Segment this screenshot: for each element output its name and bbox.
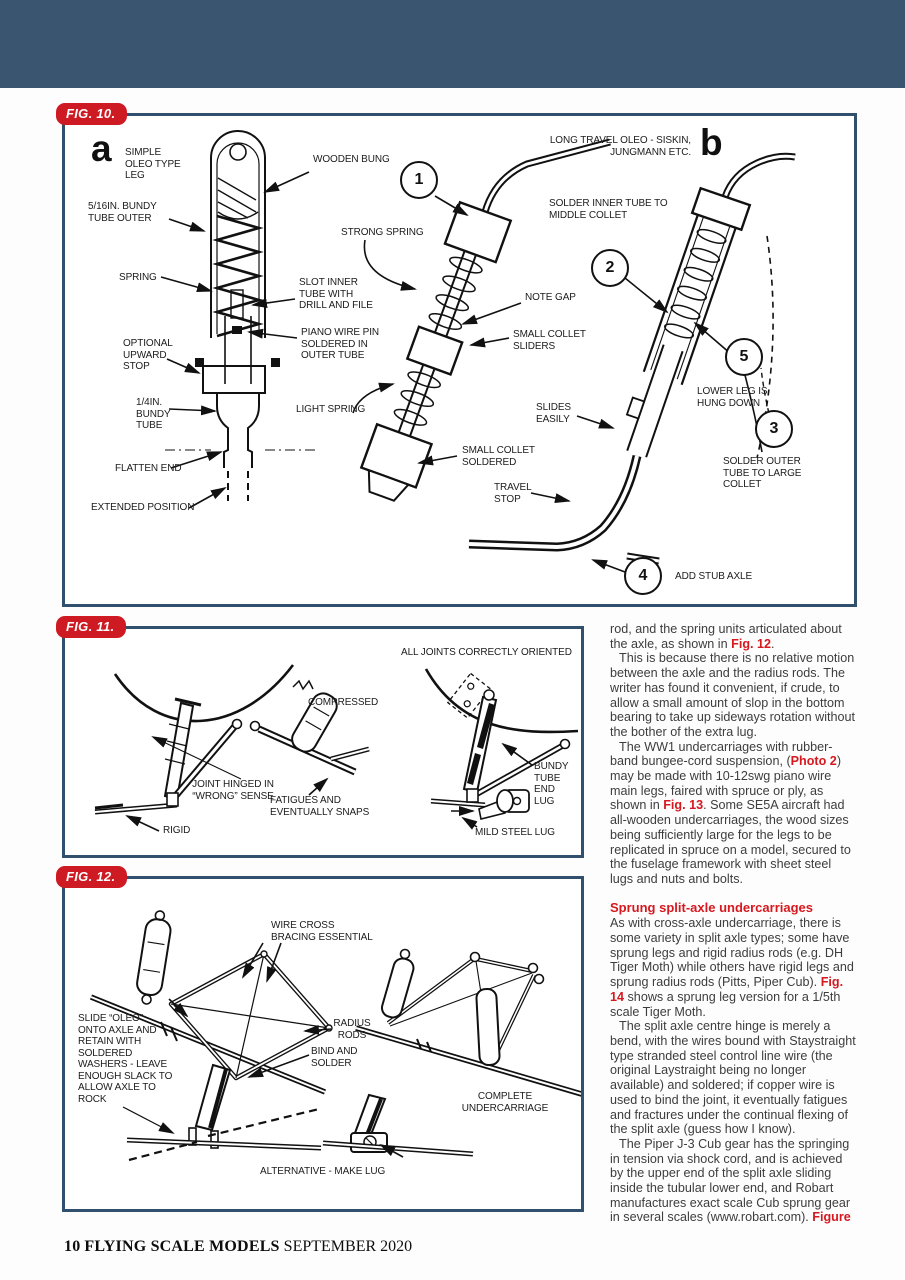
fig12-label-slide-oleo: SLIDE “OLEO” ONTO AXLE AND RETAIN WITH S… [78,1013,173,1105]
fig10-line-art [160,130,796,573]
fig10-label-travel-stop: TRAVEL STOP [494,482,532,505]
figure-12: FIG. 12. [56,866,584,1212]
article-paragraph: The Piper J-3 Cub gear has the springing… [610,1137,857,1225]
fig11-label-rigid: RIGID [163,825,191,836]
article-paragraph: rod, and the spring units articulated ab… [610,622,857,651]
fig11-label-joint-hinged: JOINT HINGED IN “WRONG” SENSE [192,779,274,802]
page-footer: 10 FLYING SCALE MODELS SEPTEMBER 2020 [64,1238,412,1256]
fig11-line-art [94,664,579,832]
fig10-label-quarter-bundy: 1/4IN. BUNDY TUBE [136,397,171,431]
article-column: rod, and the spring units articulated ab… [610,622,857,1225]
article-paragraph: This is because there is no relative mot… [610,651,857,739]
section-heading: Sprung split-axle undercarriages [610,899,814,915]
body-text: ) may be made with 10-12swg piano wire m… [610,754,842,813]
figure-reference: Figure [812,1210,851,1225]
page-number: 10 [64,1238,81,1255]
body-text: The Piper J-3 Cub gear has the springing… [610,1136,851,1225]
fig10-label-wooden-bung: WOODEN BUNG [313,154,390,165]
figure-10-tag: FIG. 10. [56,103,128,125]
fig12-label-wire-cross: WIRE CROSS BRACING ESSENTIAL [271,920,373,943]
figure-10: FIG. 10. [56,103,857,607]
fig10-label-bundy-outer: 5/16IN. BUNDY TUBE OUTER [88,201,157,224]
fig10-label-strong-spring: STRONG SPRING [341,227,424,238]
fig12-label-bind-solder: BIND AND SOLDER [311,1046,358,1069]
fig10-label-slides-easily: SLIDES EASILY [536,402,571,425]
figure-reference: Fig. 12 [731,636,772,651]
fig10-label-slot-inner: SLOT INNER TUBE WITH DRILL AND FILE [299,277,373,311]
fig10-label-add-stub-axle: ADD STUB AXLE [675,571,753,582]
article-paragraph: The split axle centre hinge is merely a … [610,1019,857,1137]
fig10-label-solder-outer: SOLDER OUTER TUBE TO LARGE COLLET [723,456,802,490]
body-text: . Some SE5A aircraft had all-wooden unde… [610,798,851,886]
fig10-label-long-travel: LONG TRAVEL OLEO - SISKIN, JUNGMANN ETC. [549,135,691,158]
fig10-subfigure-a-letter: a [91,128,112,169]
fig12-label-complete: COMPLETE UNDERCARRIAGE [461,1091,549,1114]
body-text: This is because there is no relative mot… [610,651,856,739]
figure-reference: Fig. 14 [610,975,844,1004]
fig10-callout-3: 3 [755,410,793,448]
fig10-label-collet-sliders: SMALL COLLET SLIDERS [513,329,586,352]
photo-reference: Photo 2 [790,754,837,769]
body-text: . [771,636,775,651]
body-text: The split axle centre hinge is merely a … [610,1019,856,1137]
fig10-label-upward-stop: OPTIONAL UPWARD STOP [123,338,173,372]
body-text: As with cross-axle undercarriage, there … [610,916,854,990]
fig10-label-collet-soldered: SMALL COLLET SOLDERED [462,445,535,468]
body-text: The WW1 undercarriages with rubber-band … [610,739,833,769]
fig10-label-piano-wire: PIANO WIRE PIN SOLDERED IN OUTER TUBE [301,327,380,361]
figure-reference: Fig. 13 [663,798,704,813]
fig10-label-simple-oleo: SIMPLE OLEO TYPE LEG [125,147,181,181]
article-paragraph: As with cross-axle undercarriage, there … [610,916,857,1019]
fig10-callout-2: 2 [591,249,629,287]
fig12-label-radius-rods: RADIUS RODS [333,1018,371,1041]
fig11-label-mild-steel-lug: MILD STEEL LUG [475,827,555,838]
fig10-label-note-gap: NOTE GAP [525,292,576,303]
fig11-label-compressed: COMPRESSED [308,697,379,708]
header-bar [0,0,905,88]
fig10-label-solder-inner: SOLDER INNER TUBE TO MIDDLE COLLET [549,198,668,221]
body-text: shows a sprung leg version for a 1/5th s… [610,989,841,1019]
body-text: rod, and the spring units articulated ab… [610,622,842,651]
figure-11: FIG. 11. [56,616,584,858]
figure-12-tag: FIG. 12. [56,866,128,888]
magazine-title: FLYING SCALE MODELS [84,1238,280,1255]
fig10-label-light-spring: LIGHT SPRING [296,404,366,415]
fig10-label-extended-position: EXTENDED POSITION [91,502,195,513]
fig10-callout-1: 1 [400,161,438,199]
figure-11-tag: FIG. 11. [56,616,127,638]
fig10-callout-4: 4 [624,557,662,595]
fig11-label-all-joints: ALL JOINTS CORRECTLY ORIENTED [401,647,572,658]
fig11-label-bundy-lug: BUNDY TUBE END LUG [534,761,569,807]
issue-date: SEPTEMBER 2020 [283,1238,413,1255]
fig12-line-art [89,910,581,1162]
fig10-label-lower-leg: LOWER LEG IS HUNG DOWN [697,386,768,409]
article-paragraph: The WW1 undercarriages with rubber-band … [610,740,857,887]
fig10-callout-5: 5 [725,338,763,376]
fig12-label-alternative: ALTERNATIVE - MAKE LUG [260,1166,386,1177]
fig11-label-fatigues: FATIGUES AND EVENTUALLY SNAPS [270,795,370,818]
fig10-label-spring: SPRING [119,272,157,283]
fig10-subfigure-b-letter: b [700,122,723,163]
fig10-label-flatten-end: FLATTEN END [115,463,182,474]
